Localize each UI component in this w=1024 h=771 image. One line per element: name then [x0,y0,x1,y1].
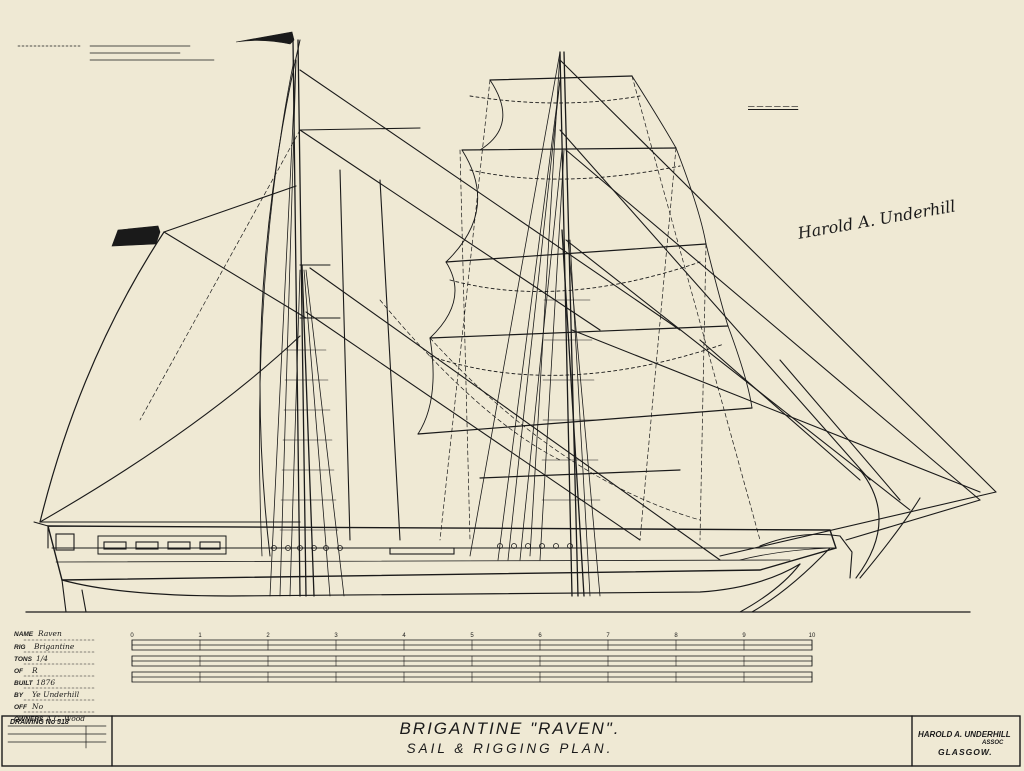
note-lines [17,45,215,61]
detail-value: A.C. Wood [46,714,86,723]
detail-label: RIG [14,644,26,651]
detail-value: R [32,666,38,675]
ratlines [279,299,601,531]
detail-value: Raven [38,629,62,638]
headsails [559,59,997,579]
detail-value: Ye Underhill [32,690,80,699]
details-rules [23,639,97,713]
scale-tick-label: 10 [809,633,816,639]
annotation-note: — — — — — — [748,103,799,110]
drawing-number: DRAWING No 518 [10,719,69,726]
deadeyes [271,543,573,551]
staysails [299,69,981,561]
hull [33,521,853,613]
scale-tick-label: 5 [470,633,474,639]
scale-tick-label: 1 [198,633,202,639]
main-yards [417,75,753,479]
detail-label: OWNERS [14,716,44,723]
title-block-frame [1,715,1021,767]
detail-value: Brigantine [34,642,75,651]
scale-tick-label: 9 [742,633,746,639]
running-rigging [139,75,761,541]
scale-tick-label: 3 [334,633,338,639]
detail-label: NAME [14,631,34,638]
detail-value: 1876 [36,678,56,687]
spanker-sail [39,39,307,557]
scale-tick-label: 4 [402,633,406,639]
fore-yards [299,127,421,319]
scale-tick-label: 7 [606,633,610,639]
firm-assoc: ASSOC [982,740,1004,746]
detail-value: No [32,702,44,711]
detail-label: BUILT [14,680,33,687]
firm-city: GLASGOW. [938,747,993,757]
detail-label: OFF [14,704,27,711]
drawing-title: BRIGANTINE "RAVEN". [399,719,621,738]
ensign-flag [111,225,161,247]
scale-tick-label: 8 [674,633,678,639]
firm-name: HAROLD A. UNDERHILL [918,730,1011,739]
scale-tick-label: 6 [538,633,542,639]
scale-tick-label: 2 [266,633,270,639]
scale-ticks: 0 1 2 3 4 5 6 7 8 9 10 [130,633,816,683]
detail-label: OF [14,668,24,675]
detail-label: TONS [14,656,32,663]
masthead-pennant [235,31,295,45]
shrouds [269,51,601,597]
detail-value: 1/4 [36,654,49,663]
detail-label: BY [14,692,24,699]
square-sails [417,75,753,435]
scale-tick-label: 0 [130,633,134,639]
drawing-subtitle: SAIL & RIGGING PLAN. [406,741,614,756]
